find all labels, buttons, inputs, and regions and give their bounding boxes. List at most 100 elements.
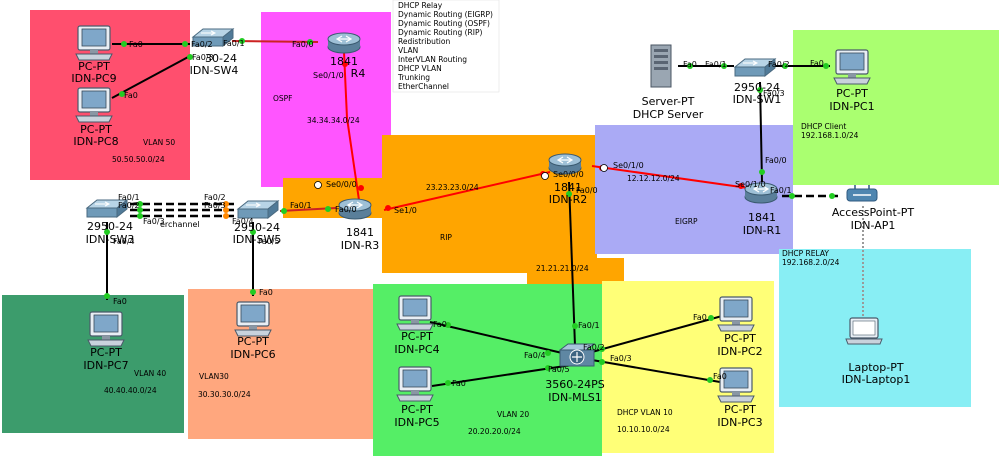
- pc-icon[interactable]: [234, 301, 272, 337]
- port-dot: [823, 63, 829, 69]
- laptop-icon[interactable]: [845, 317, 883, 345]
- pc-icon[interactable]: [396, 295, 434, 331]
- switch-icon[interactable]: [237, 200, 279, 219]
- port-dot: [307, 39, 313, 45]
- feature-item: VLAN: [398, 46, 418, 55]
- port-dot: [187, 54, 193, 60]
- link-r3-r2-serial[interactable]: [383, 171, 551, 211]
- port-label: Fa0/2: [118, 201, 140, 210]
- feature-item: Redistribution: [398, 37, 450, 46]
- pc-icon[interactable]: [87, 311, 125, 347]
- mls1-model: 3560-24PS: [545, 378, 605, 391]
- pc9-model: PC-PT: [78, 60, 110, 73]
- port-dot: [223, 201, 229, 207]
- mls-link-subnet: 21.21.21.0/24: [536, 264, 589, 273]
- area-backgrounds: [2, 0, 999, 456]
- port-dot: [599, 346, 605, 352]
- vlan10-name: DHCP VLAN 10: [617, 408, 673, 417]
- port-label: Fa0: [810, 59, 824, 68]
- mls1-name: IDN-MLS1: [548, 391, 602, 404]
- port-label: Fa0/3: [610, 354, 632, 363]
- pc2-name: IDN-PC2: [717, 345, 762, 358]
- server-icon[interactable]: [650, 44, 672, 88]
- port-dot: [119, 91, 125, 97]
- port-dot: [104, 293, 110, 299]
- port-dot: [572, 323, 578, 329]
- server-model: Server-PT: [642, 95, 695, 108]
- dhcp-relay-subnet: 192.168.2.0/24: [782, 258, 840, 267]
- port-label: Fa0: [683, 60, 697, 69]
- port-dot: [239, 38, 245, 44]
- vlan50-subnet: 50.50.50.0/24: [112, 155, 165, 164]
- port-dot: [445, 322, 451, 328]
- r1-model: 1841: [748, 211, 776, 224]
- pc-icon[interactable]: [75, 25, 113, 61]
- link-mls1-pc5[interactable]: [431, 365, 566, 387]
- link-r4-r3-serial[interactable]: [343, 51, 360, 201]
- link-r2-mls1[interactable]: [568, 181, 576, 347]
- sw5-name: IDN-SW5: [233, 233, 282, 246]
- feature-item: Trunking: [397, 73, 430, 82]
- pc8-model: PC-PT: [80, 123, 112, 136]
- port-label: Fa0/4: [113, 237, 135, 246]
- port-label: Se0/0/0: [553, 170, 584, 179]
- port-label: Fa0/1: [578, 321, 600, 330]
- port-dot: [789, 193, 795, 199]
- area-features-note: [392, 0, 500, 93]
- pc6-model: PC-PT: [237, 335, 269, 348]
- feature-item: Dynamic Routing (OSPF): [398, 19, 490, 28]
- port-label: Fa0/1: [705, 60, 727, 69]
- pc-icon[interactable]: [717, 296, 755, 332]
- port-label: Fa0: [113, 297, 127, 306]
- link-r2-r1-serial[interactable]: [591, 165, 749, 189]
- port-label: Fa0: [129, 40, 143, 49]
- link-mls1-pc2[interactable]: [591, 315, 723, 353]
- pc3-model: PC-PT: [724, 403, 756, 416]
- port-label: Fa0/0: [765, 156, 787, 165]
- sw3-model: 2950-24: [87, 220, 133, 233]
- vlan30-subnet: 30.30.30.0/24: [198, 390, 251, 399]
- port-label: Fa0: [713, 372, 727, 381]
- port-dot: [182, 41, 188, 47]
- area-dhcp-client: [793, 30, 999, 185]
- port-dot: [566, 191, 572, 197]
- clock-icon: [541, 172, 549, 180]
- r2-model: 1841: [554, 181, 582, 194]
- pc-icon[interactable]: [396, 366, 434, 402]
- area-notes: VLAN 50 50.50.50.0/24 OSPF 34.34.34.0/24…: [104, 94, 859, 436]
- port-dot: [281, 208, 287, 214]
- features-list: DHCP Relay Dynamic Routing (EIGRP) Dynam…: [397, 1, 493, 91]
- port-label: Fa0/2: [204, 193, 226, 202]
- pc7-name: IDN-PC7: [83, 359, 128, 372]
- feature-item: Dynamic Routing (RIP): [398, 28, 482, 37]
- device-labels: PC-PT IDN-PC9 PC-PT IDN-PC8 30-24 IDN-SW…: [71, 52, 914, 429]
- sw4-name: IDN-SW4: [190, 64, 239, 77]
- link-sw4-r4[interactable]: [231, 40, 319, 43]
- port-label: Fa0/5: [258, 237, 280, 246]
- port-dot: [325, 206, 331, 212]
- link-mls1-pc4[interactable]: [429, 321, 576, 357]
- pc-icon[interactable]: [75, 87, 113, 123]
- port-label: Se0/1/0: [613, 161, 644, 170]
- router-icon[interactable]: [327, 32, 361, 54]
- port-dot: [738, 183, 744, 189]
- port-dot: [545, 365, 551, 371]
- r3-name: IDN-R3: [341, 239, 380, 252]
- link-pc8-sw4[interactable]: [111, 55, 191, 99]
- pc-icon[interactable]: [833, 49, 871, 85]
- port-label: Fa0/1: [290, 201, 312, 210]
- pc4-name: IDN-PC4: [394, 343, 439, 356]
- link-mls1-pc3[interactable]: [591, 359, 721, 383]
- link-sw1-r1[interactable]: [759, 81, 763, 183]
- pc3-name: IDN-PC3: [717, 416, 762, 429]
- clock-icon: [314, 181, 322, 189]
- eigrp-name: EIGRP: [675, 217, 698, 226]
- access-point-icon[interactable]: [846, 184, 878, 202]
- port-dot: [104, 229, 110, 235]
- port-dot: [342, 61, 348, 67]
- area-vlan30: [188, 289, 373, 439]
- dhcp-relay-name: DHCP RELAY: [782, 249, 829, 258]
- port-label: Fa0: [693, 313, 707, 322]
- port-label: Fa0: [452, 379, 466, 388]
